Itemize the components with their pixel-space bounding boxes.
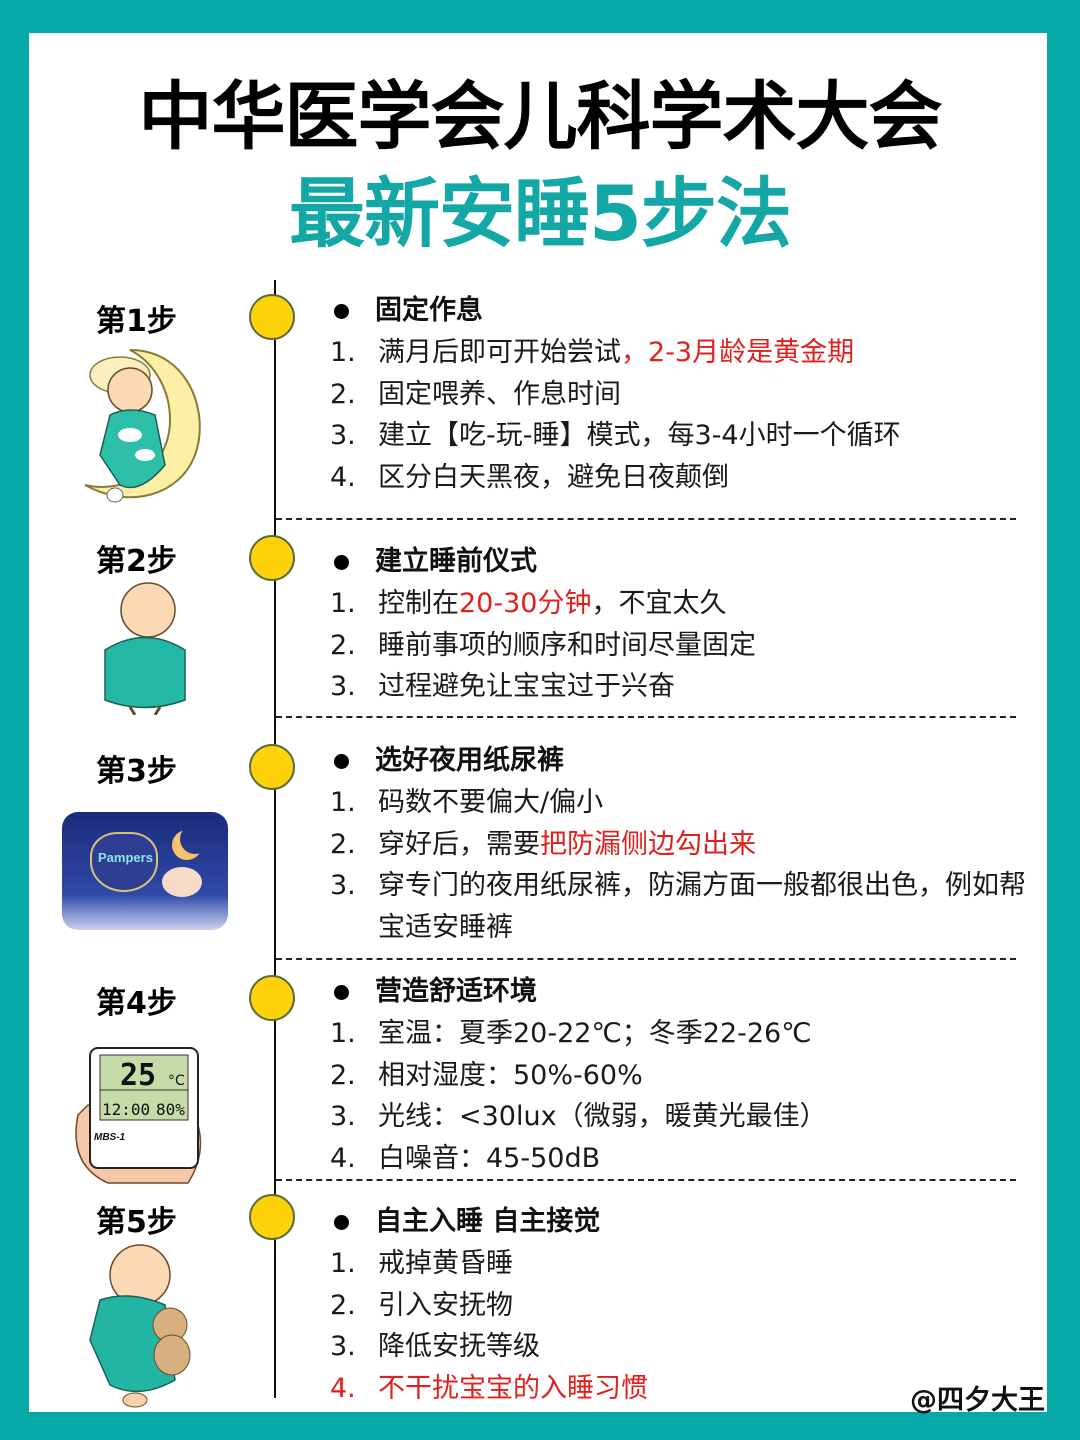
timeline-dot-4 [249,975,295,1021]
night-diaper-pack-image: Pampers [62,812,228,930]
timeline-dot-1 [249,294,295,340]
list-item: 1.控制在20-30分钟，不宜太久 [330,588,727,619]
step-3-section: 选好夜用纸尿裤 1.码数不要偏大/偏小 2.穿好后，需要把防漏侧边勾出来 3.穿… [330,740,1030,948]
author-watermark: @四夕大王 [910,1385,1045,1416]
list-item: 1.满月后即可开始尝试，2-3月龄是黄金期 [330,337,855,368]
timeline-line [274,280,276,1398]
list-item: 2.相对湿度：50%-60% [330,1059,643,1091]
list-item: 3.建立【吃-玩-睡】模式，每3-4小时一个循环 [330,420,901,451]
content-card [29,33,1047,1412]
bullet-icon [334,303,349,319]
page-subtitle: 最新安睡5步法 [289,169,792,258]
step-3-heading: 选好夜用纸尿裤 [330,740,1030,782]
section-divider [276,1179,1016,1181]
list-item: 4.白噪音：45-50dB [330,1142,601,1174]
bullet-icon [334,554,349,570]
baby-on-moon-illustration [84,349,201,503]
step-4-heading: 营造舒适环境 [330,971,1030,1013]
list-item: 2.睡前事项的顺序和时间尽量固定 [330,629,756,661]
list-item: 3.穿专门的夜用纸尿裤，防漏方面一般都很出色，例如帮宝适安睡裤 [330,870,1026,943]
list-item: 2.穿好后，需要把防漏侧边勾出来 [330,828,756,860]
step-label-3: 第3步 [96,754,177,789]
timeline-dot-5 [249,1194,295,1240]
baby-with-teddy-illustration [89,1244,191,1408]
list-item: 1.码数不要偏大/偏小 [330,787,604,818]
section-divider [276,518,1016,520]
list-item: 2.固定喂养、作息时间 [330,378,621,410]
section-divider [276,958,1016,960]
svg-text:80%: 80% [156,1100,185,1119]
step-5-heading: 自主入睡 自主接觉 [330,1201,1030,1243]
step-2-heading: 建立睡前仪式 [330,541,1030,583]
bullet-icon [334,984,349,1000]
timeline-dot-3 [249,744,295,790]
swaddled-baby-illustration [104,582,186,715]
svg-text:MBS-1: MBS-1 [94,1132,126,1143]
device-temperature: 25 [120,1058,156,1093]
page-title: 中华医学会儿科学术大会 [138,74,943,160]
step-5-section: 自主入睡 自主接觉 1.戒掉黄昏睡 2.引入安抚物 3.降低安抚等级 4.不干扰… [330,1201,1030,1409]
list-item: 2.引入安抚物 [330,1289,513,1321]
list-item: 3.过程避免让宝宝过于兴奋 [330,671,675,702]
step-label-5: 第5步 [96,1205,177,1240]
list-item: 4.不干扰宝宝的入睡习惯 [330,1372,648,1404]
list-item: 1.戒掉黄昏睡 [330,1248,513,1279]
list-item: 3.光线：<30lux（微弱，暖黄光最佳） [330,1101,827,1132]
step-1-heading: 固定作息 [330,290,1030,332]
svg-text:12:00: 12:00 [102,1100,150,1119]
list-item: 1.室温：夏季20-22℃；冬季22-26℃ [330,1018,812,1049]
svg-text:°C: °C [168,1073,185,1089]
list-item: 4.区分白天黑夜，避免日夜颠倒 [330,461,729,493]
section-divider [276,716,1016,718]
bullet-icon [334,1214,349,1230]
list-item: 3.降低安抚等级 [330,1331,540,1362]
thermo-hygrometer-illustration: 25 °C 12:00 80% MBS-1 [75,1047,202,1184]
timeline-dot-2 [249,535,295,581]
step-label-4: 第4步 [96,986,177,1021]
step-label-1: 第1步 [96,304,177,339]
step-4-section: 营造舒适环境 1.室温：夏季20-22℃；冬季22-26℃ 2.相对湿度：50%… [330,971,1030,1179]
step-2-section: 建立睡前仪式 1.控制在20-30分钟，不宜太久 2.睡前事项的顺序和时间尽量固… [330,541,1030,708]
bullet-icon [334,753,349,769]
step-label-2: 第2步 [96,544,177,579]
step-1-section: 固定作息 1.满月后即可开始尝试，2-3月龄是黄金期 2.固定喂养、作息时间 3… [330,290,1030,498]
